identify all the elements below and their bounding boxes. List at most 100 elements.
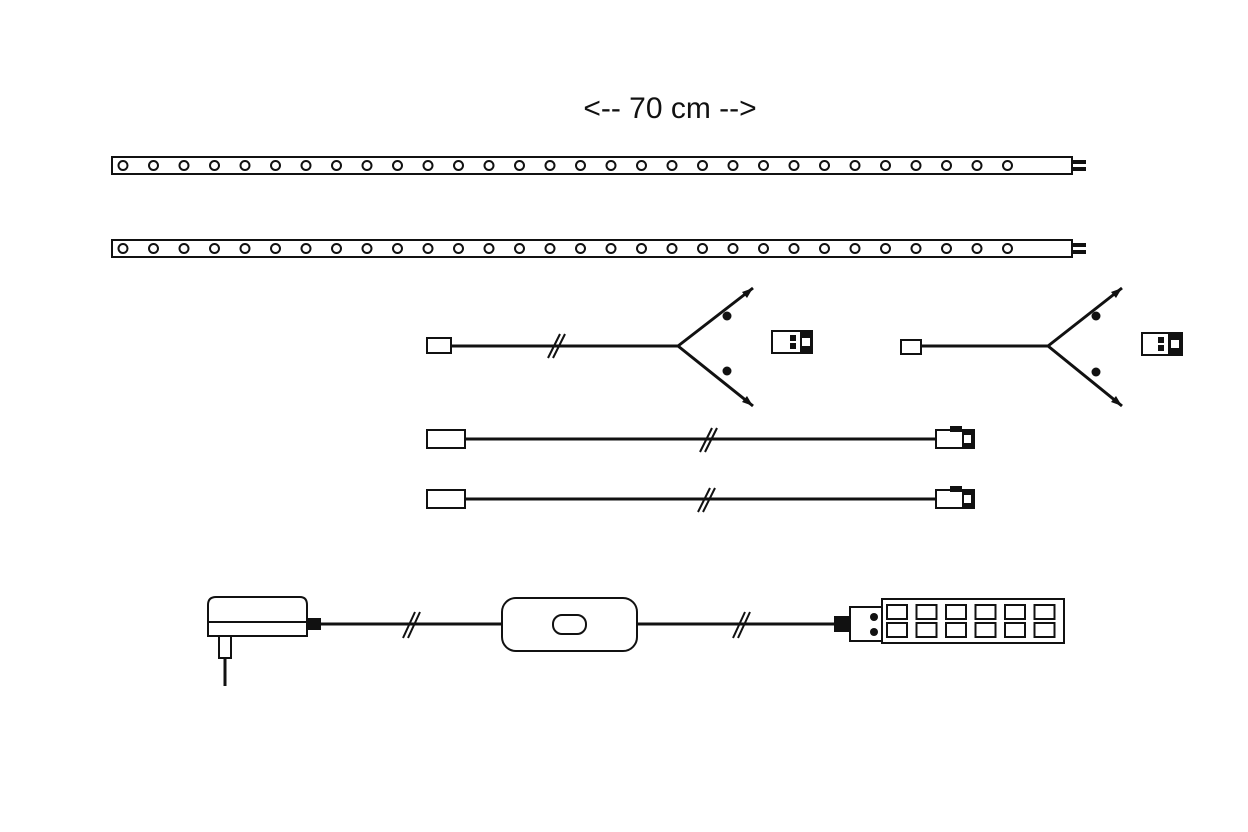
distributor-ports xyxy=(886,604,1056,638)
splitter-1-break-mark xyxy=(547,333,561,359)
led-chip xyxy=(819,160,830,171)
distributor-port xyxy=(886,604,908,620)
distributor-port xyxy=(915,622,938,638)
led-chip xyxy=(453,243,464,254)
led-chip xyxy=(666,160,678,171)
distributor-port xyxy=(974,622,997,638)
distributor-port xyxy=(945,622,967,638)
led-chip xyxy=(819,243,830,254)
led-chip xyxy=(788,160,800,171)
led-chips-strip-1 xyxy=(117,160,1013,171)
led-chip xyxy=(178,243,190,254)
strip-1-wire-top xyxy=(1072,160,1086,164)
led-strip-1 xyxy=(111,156,1086,175)
led-strip-2 xyxy=(111,239,1086,258)
led-chip xyxy=(1002,243,1013,254)
y-splitter-cable-2 xyxy=(900,286,1183,408)
led-chip xyxy=(178,160,190,171)
y-splitter-cable-1 xyxy=(426,286,813,408)
led-chip xyxy=(209,160,220,171)
led-chip xyxy=(117,160,129,171)
led-chip xyxy=(483,243,495,254)
distributor-cable-boot xyxy=(834,616,850,632)
led-chip xyxy=(331,160,342,171)
led-chip xyxy=(941,160,952,171)
strip-1-wire-bottom xyxy=(1072,167,1086,171)
led-chip xyxy=(544,243,556,254)
led-chip xyxy=(575,243,586,254)
led-chip xyxy=(666,243,678,254)
led-chip xyxy=(1002,160,1013,171)
dimension-label: <-- 70 cm --> xyxy=(583,92,757,125)
led-chip xyxy=(575,160,586,171)
led-chip xyxy=(758,243,769,254)
led-chip xyxy=(727,160,739,171)
distributor-port xyxy=(1033,622,1056,638)
led-chip xyxy=(117,243,129,254)
distributor-block xyxy=(849,598,1065,644)
extension-2-break-mark xyxy=(697,487,711,513)
led-chip xyxy=(148,243,159,254)
switch-button xyxy=(552,614,587,635)
extension-1-plug xyxy=(426,429,466,449)
led-chip xyxy=(483,160,495,171)
distributor-port xyxy=(886,622,908,638)
distributor-port xyxy=(915,604,938,620)
adapter-prong-housing xyxy=(218,635,232,659)
led-chip xyxy=(910,243,922,254)
led-chip xyxy=(239,243,251,254)
power-adapter xyxy=(207,596,321,686)
led-chip xyxy=(422,160,434,171)
led-chip xyxy=(392,243,403,254)
led-chip xyxy=(971,160,983,171)
inline-switch xyxy=(501,597,638,652)
led-chip xyxy=(544,160,556,171)
extension-cable-1 xyxy=(426,426,975,453)
distributor-port xyxy=(945,604,967,620)
led-chip xyxy=(300,243,312,254)
strip-2-wire-bottom xyxy=(1072,250,1086,254)
led-chip xyxy=(788,243,800,254)
led-chip xyxy=(636,160,647,171)
led-chip xyxy=(453,160,464,171)
led-chip xyxy=(880,243,891,254)
distributor-port xyxy=(1004,604,1026,620)
led-chip xyxy=(392,160,403,171)
led-chip xyxy=(361,243,373,254)
led-chip xyxy=(514,243,525,254)
power-cable-break-mark-1 xyxy=(402,611,416,639)
led-chip xyxy=(148,160,159,171)
led-chip xyxy=(514,160,525,171)
extension-1-break-mark xyxy=(699,427,713,453)
led-chip xyxy=(910,160,922,171)
splitter-2-plug xyxy=(900,339,922,355)
splitter-1-connector xyxy=(771,330,813,354)
led-chip xyxy=(209,243,220,254)
power-supply-assembly xyxy=(207,596,1065,686)
splitter-1-plug xyxy=(426,337,452,354)
led-chip xyxy=(605,243,617,254)
extension-2-connector xyxy=(935,486,975,509)
strip-2-wire-top xyxy=(1072,243,1086,247)
led-chip xyxy=(697,243,708,254)
led-chip xyxy=(422,243,434,254)
extension-2-plug xyxy=(426,489,466,509)
distributor-port xyxy=(1033,604,1056,620)
led-chip xyxy=(727,243,739,254)
led-chip xyxy=(605,160,617,171)
distributor-port xyxy=(974,604,997,620)
led-chip xyxy=(270,243,281,254)
led-chip xyxy=(697,160,708,171)
led-chip xyxy=(239,160,251,171)
led-chip xyxy=(941,243,952,254)
led-chip xyxy=(758,160,769,171)
splitter-2-connector xyxy=(1141,332,1183,356)
led-chip xyxy=(361,160,373,171)
led-chip xyxy=(971,243,983,254)
led-chip xyxy=(636,243,647,254)
led-chip xyxy=(270,160,281,171)
led-chip xyxy=(331,243,342,254)
led-chips-strip-2 xyxy=(117,243,1013,254)
